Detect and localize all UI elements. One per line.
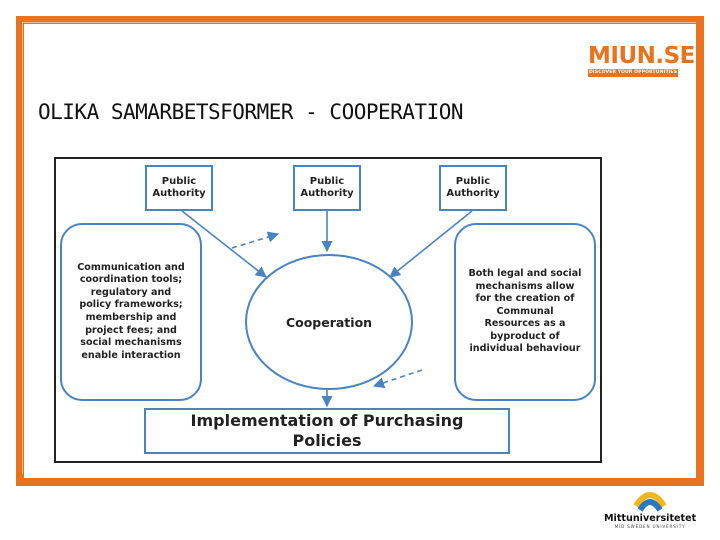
- implementation-label: Implementation of Purchasing Policies: [190, 411, 464, 450]
- public-authority-center: Public Authority: [293, 165, 361, 211]
- communal-resources-text: Both legal and social mechanisms allow f…: [468, 267, 582, 355]
- cooperation-diagram: Public Authority Public Authority Public…: [54, 157, 602, 463]
- frame-inner-edge: [22, 22, 696, 474]
- miun-logo: MIUN.SE DISCOVER YOUR OPPORTUNITIES: [588, 43, 695, 78]
- implementation-box: Implementation of Purchasing Policies: [144, 408, 510, 454]
- arrow-left-authority: [181, 210, 267, 278]
- interaction-tools-box: Communication and coordination tools; re…: [60, 223, 202, 401]
- public-authority-right: Public Authority: [439, 165, 507, 211]
- university-emblem-icon: [633, 492, 667, 512]
- public-authority-left-label: Public Authority: [152, 176, 206, 199]
- communal-resources-box: Both legal and social mechanisms allow f…: [454, 223, 596, 401]
- interaction-tools-text: Communication and coordination tools; re…: [77, 261, 185, 361]
- university-subtitle: MID SWEDEN UNIVERSITY: [614, 524, 686, 529]
- diagram-arrows: [181, 210, 473, 408]
- university-logo: Mittuniversitetet MID SWEDEN UNIVERSITY: [604, 488, 696, 536]
- dashed-arrow-top: [231, 231, 280, 249]
- public-authority-right-label: Public Authority: [446, 176, 500, 199]
- cooperation-ellipse: Cooperation: [245, 254, 413, 390]
- public-authority-center-label: Public Authority: [300, 176, 354, 199]
- cooperation-label: Cooperation: [285, 314, 373, 330]
- slide-title: OLIKA SAMARBETSFORMER - COOPERATION: [38, 100, 464, 124]
- university-name: Mittuniversitetet: [604, 513, 697, 524]
- logo-tagline: DISCOVER YOUR OPPORTUNITIES: [588, 69, 678, 77]
- arrow-right-authority: [389, 210, 473, 278]
- public-authority-left: Public Authority: [145, 165, 213, 211]
- logo-wordmark: MIUN.SE: [588, 43, 695, 69]
